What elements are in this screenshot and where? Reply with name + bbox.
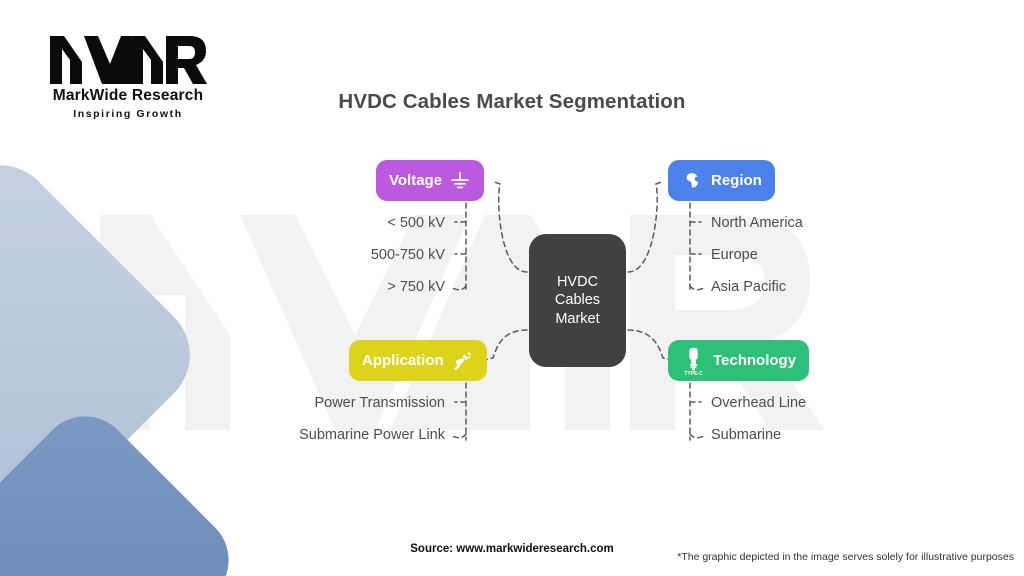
ground-symbol-icon bbox=[449, 170, 471, 192]
company-logo: MarkWide Research Inspiring Growth bbox=[28, 30, 228, 120]
leaf-voltage-0: < 500 kV bbox=[387, 215, 445, 231]
globe-icon bbox=[681, 169, 704, 192]
leaf-region-1: Europe bbox=[711, 247, 758, 263]
power-plug-icon bbox=[451, 349, 474, 372]
branch-badge-region[interactable]: Region bbox=[668, 160, 775, 201]
leaf-application-1: Submarine Power Link bbox=[299, 427, 445, 443]
branch-badge-voltage[interactable]: Voltage bbox=[376, 160, 485, 201]
leaf-voltage-2: > 750 kV bbox=[387, 279, 445, 295]
disclaimer-note: *The graphic depicted in the image serve… bbox=[677, 551, 1014, 563]
branch-badge-technology-label: Technology bbox=[713, 352, 797, 369]
leaf-technology-0: Overhead Line bbox=[711, 395, 807, 411]
leaf-voltage-1: 500-750 kV bbox=[370, 247, 445, 263]
center-node-line-3: Market bbox=[555, 310, 600, 327]
branch-badge-region-label: Region bbox=[711, 172, 762, 189]
source-note: Source: www.markwideresearch.com bbox=[410, 543, 614, 555]
branch-badge-application-label: Application bbox=[362, 352, 444, 369]
center-node-line-2: Cables bbox=[554, 292, 601, 309]
logo-brand-name: MarkWide Research bbox=[52, 87, 204, 104]
usb-type-c-connector-icon: TYPE-C bbox=[681, 346, 706, 376]
page-title: HVDC Cables Market Segmentation bbox=[338, 90, 686, 113]
leaf-application-0: Power Transmission bbox=[314, 395, 445, 411]
usb-type-c-caption: TYPE-C bbox=[684, 371, 703, 376]
branch-badge-voltage-label: Voltage bbox=[389, 172, 443, 189]
leaf-technology-1: Submarine bbox=[711, 427, 782, 443]
leaf-region-2: Asia Pacific bbox=[711, 279, 786, 295]
branch-badge-technology[interactable]: TYPE-C Technology bbox=[668, 340, 810, 381]
center-node-line-1: HVDC bbox=[556, 273, 599, 290]
leaf-region-0: North America bbox=[711, 215, 803, 231]
center-node: HVDC Cables Market bbox=[529, 234, 626, 367]
branch-badge-application[interactable]: Application bbox=[349, 340, 487, 381]
mwr-monogram-icon bbox=[50, 36, 207, 84]
logo-tagline: Inspiring Growth bbox=[73, 108, 183, 120]
